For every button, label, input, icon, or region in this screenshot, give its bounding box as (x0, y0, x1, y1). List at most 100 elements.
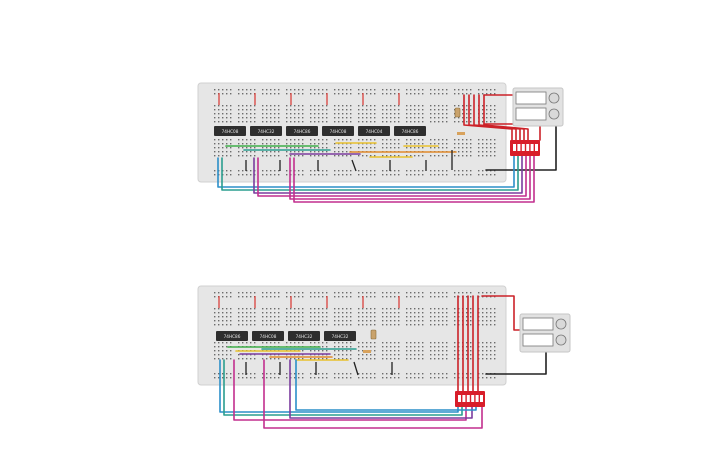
hole[interactable] (418, 121, 420, 123)
hole[interactable] (410, 174, 412, 176)
hole[interactable] (490, 139, 492, 141)
wire-red[interactable] (483, 94, 529, 141)
hole[interactable] (434, 113, 436, 115)
hole[interactable] (286, 358, 288, 360)
hole[interactable] (286, 113, 288, 115)
hole[interactable] (398, 350, 400, 352)
hole[interactable] (438, 139, 440, 141)
hole[interactable] (346, 147, 348, 149)
hole[interactable] (266, 109, 268, 111)
hole[interactable] (414, 113, 416, 115)
hole[interactable] (470, 147, 472, 149)
ic-body[interactable] (322, 126, 354, 136)
hole[interactable] (398, 113, 400, 115)
hole[interactable] (342, 312, 344, 314)
dip-switch[interactable] (455, 391, 485, 407)
dip-toggle[interactable] (521, 144, 525, 151)
hole[interactable] (338, 292, 340, 294)
hole[interactable] (242, 147, 244, 149)
hole[interactable] (446, 139, 448, 141)
hole[interactable] (334, 143, 336, 145)
hole[interactable] (262, 155, 264, 157)
hole[interactable] (230, 312, 232, 314)
hole[interactable] (266, 139, 268, 141)
hole[interactable] (370, 354, 372, 356)
hole[interactable] (242, 174, 244, 176)
hole[interactable] (298, 324, 300, 326)
hole[interactable] (298, 308, 300, 310)
hole[interactable] (350, 105, 352, 107)
hole[interactable] (362, 174, 364, 176)
hole[interactable] (322, 373, 324, 375)
hole[interactable] (350, 109, 352, 111)
hole[interactable] (294, 312, 296, 314)
hole[interactable] (270, 324, 272, 326)
hole[interactable] (218, 113, 220, 115)
hole[interactable] (410, 109, 412, 111)
hole[interactable] (382, 117, 384, 119)
hole[interactable] (226, 342, 228, 344)
hole[interactable] (422, 292, 424, 294)
hole[interactable] (394, 346, 396, 348)
hole[interactable] (386, 174, 388, 176)
ic-body[interactable] (250, 126, 282, 136)
hole[interactable] (374, 93, 376, 95)
hole[interactable] (486, 121, 488, 123)
hole[interactable] (218, 143, 220, 145)
hole[interactable] (346, 89, 348, 91)
hole[interactable] (266, 373, 268, 375)
hole[interactable] (250, 320, 252, 322)
hole[interactable] (230, 155, 232, 157)
hole[interactable] (302, 113, 304, 115)
hole[interactable] (326, 121, 328, 123)
hole[interactable] (394, 292, 396, 294)
hole[interactable] (430, 89, 432, 91)
hole[interactable] (350, 121, 352, 123)
ic-chip[interactable]: 74HC08 (252, 331, 284, 341)
hole[interactable] (386, 342, 388, 344)
hole[interactable] (342, 292, 344, 294)
hole[interactable] (314, 105, 316, 107)
hole[interactable] (262, 174, 264, 176)
hole[interactable] (346, 324, 348, 326)
hole[interactable] (398, 308, 400, 310)
hole[interactable] (222, 324, 224, 326)
hole[interactable] (406, 113, 408, 115)
hole[interactable] (374, 89, 376, 91)
hole[interactable] (310, 296, 312, 298)
hole[interactable] (366, 324, 368, 326)
hole[interactable] (298, 296, 300, 298)
hole[interactable] (222, 320, 224, 322)
hole[interactable] (318, 373, 320, 375)
hole[interactable] (494, 147, 496, 149)
hole[interactable] (246, 147, 248, 149)
hole[interactable] (470, 350, 472, 352)
hole[interactable] (350, 117, 352, 119)
hole[interactable] (394, 296, 396, 298)
hole[interactable] (302, 170, 304, 172)
hole[interactable] (310, 155, 312, 157)
hole[interactable] (398, 373, 400, 375)
hole[interactable] (362, 324, 364, 326)
ic-chip[interactable]: 74HC86 (394, 126, 426, 136)
hole[interactable] (430, 358, 432, 360)
hole[interactable] (326, 320, 328, 322)
hole[interactable] (322, 105, 324, 107)
hole[interactable] (222, 89, 224, 91)
hole[interactable] (494, 308, 496, 310)
hole[interactable] (230, 320, 232, 322)
hole[interactable] (302, 105, 304, 107)
hole[interactable] (382, 316, 384, 318)
hole[interactable] (318, 139, 320, 141)
hole[interactable] (410, 358, 412, 360)
hole[interactable] (490, 292, 492, 294)
hole[interactable] (254, 121, 256, 123)
hole[interactable] (490, 121, 492, 123)
hole[interactable] (422, 296, 424, 298)
hole[interactable] (386, 350, 388, 352)
hole[interactable] (358, 117, 360, 119)
hole[interactable] (342, 373, 344, 375)
hole[interactable] (222, 109, 224, 111)
hole[interactable] (410, 93, 412, 95)
wire-input-bus[interactable] (295, 359, 477, 411)
